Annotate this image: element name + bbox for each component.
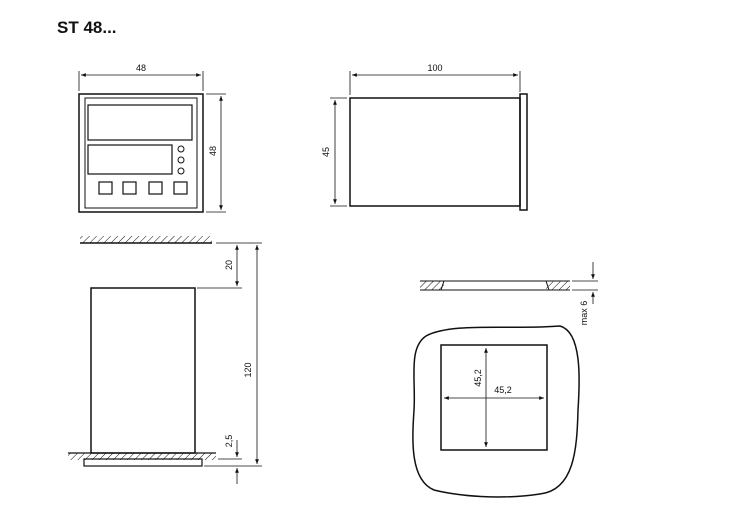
front-height-label: 48 bbox=[208, 146, 218, 156]
front-key-1 bbox=[98, 181, 113, 195]
panel-outline bbox=[412, 325, 580, 498]
front-key-4 bbox=[173, 181, 188, 195]
mounting-depth-view bbox=[68, 236, 216, 467]
led-indicator-1 bbox=[177, 145, 185, 153]
panel-thickness-label: max 6 bbox=[579, 301, 589, 326]
led-indicator-3 bbox=[177, 167, 185, 175]
side-view bbox=[349, 93, 528, 211]
front-bezel-outer bbox=[78, 93, 204, 213]
total-height-label: 120 bbox=[243, 362, 253, 377]
cutout-width-label: 45,2 bbox=[494, 385, 512, 395]
upper-display bbox=[87, 104, 193, 141]
lower-display bbox=[87, 144, 173, 175]
housing-body bbox=[90, 287, 196, 454]
upper-wall-hatch bbox=[80, 236, 212, 243]
bottom-bezel bbox=[83, 458, 203, 467]
cutout-square bbox=[440, 344, 548, 451]
panel-hatch bbox=[68, 453, 216, 460]
front-bezel-inner bbox=[84, 97, 198, 209]
side-front-flange bbox=[519, 93, 528, 211]
top-offset-label: 20 bbox=[224, 260, 234, 270]
front-key-3 bbox=[148, 181, 163, 195]
panel-cutout-view bbox=[412, 325, 580, 498]
bottom-thickness-label: 2,5 bbox=[224, 435, 234, 448]
led-indicator-2 bbox=[177, 156, 185, 164]
side-height-label: 45 bbox=[321, 147, 331, 157]
front-view bbox=[78, 93, 204, 213]
panel-section bbox=[420, 280, 570, 291]
drawing-title: ST 48... bbox=[57, 18, 117, 37]
front-width-label: 48 bbox=[136, 63, 146, 73]
front-key-2 bbox=[122, 181, 137, 195]
cutout-height-label: 45,2 bbox=[473, 369, 483, 387]
side-housing bbox=[349, 97, 521, 207]
side-length-label: 100 bbox=[427, 63, 442, 73]
